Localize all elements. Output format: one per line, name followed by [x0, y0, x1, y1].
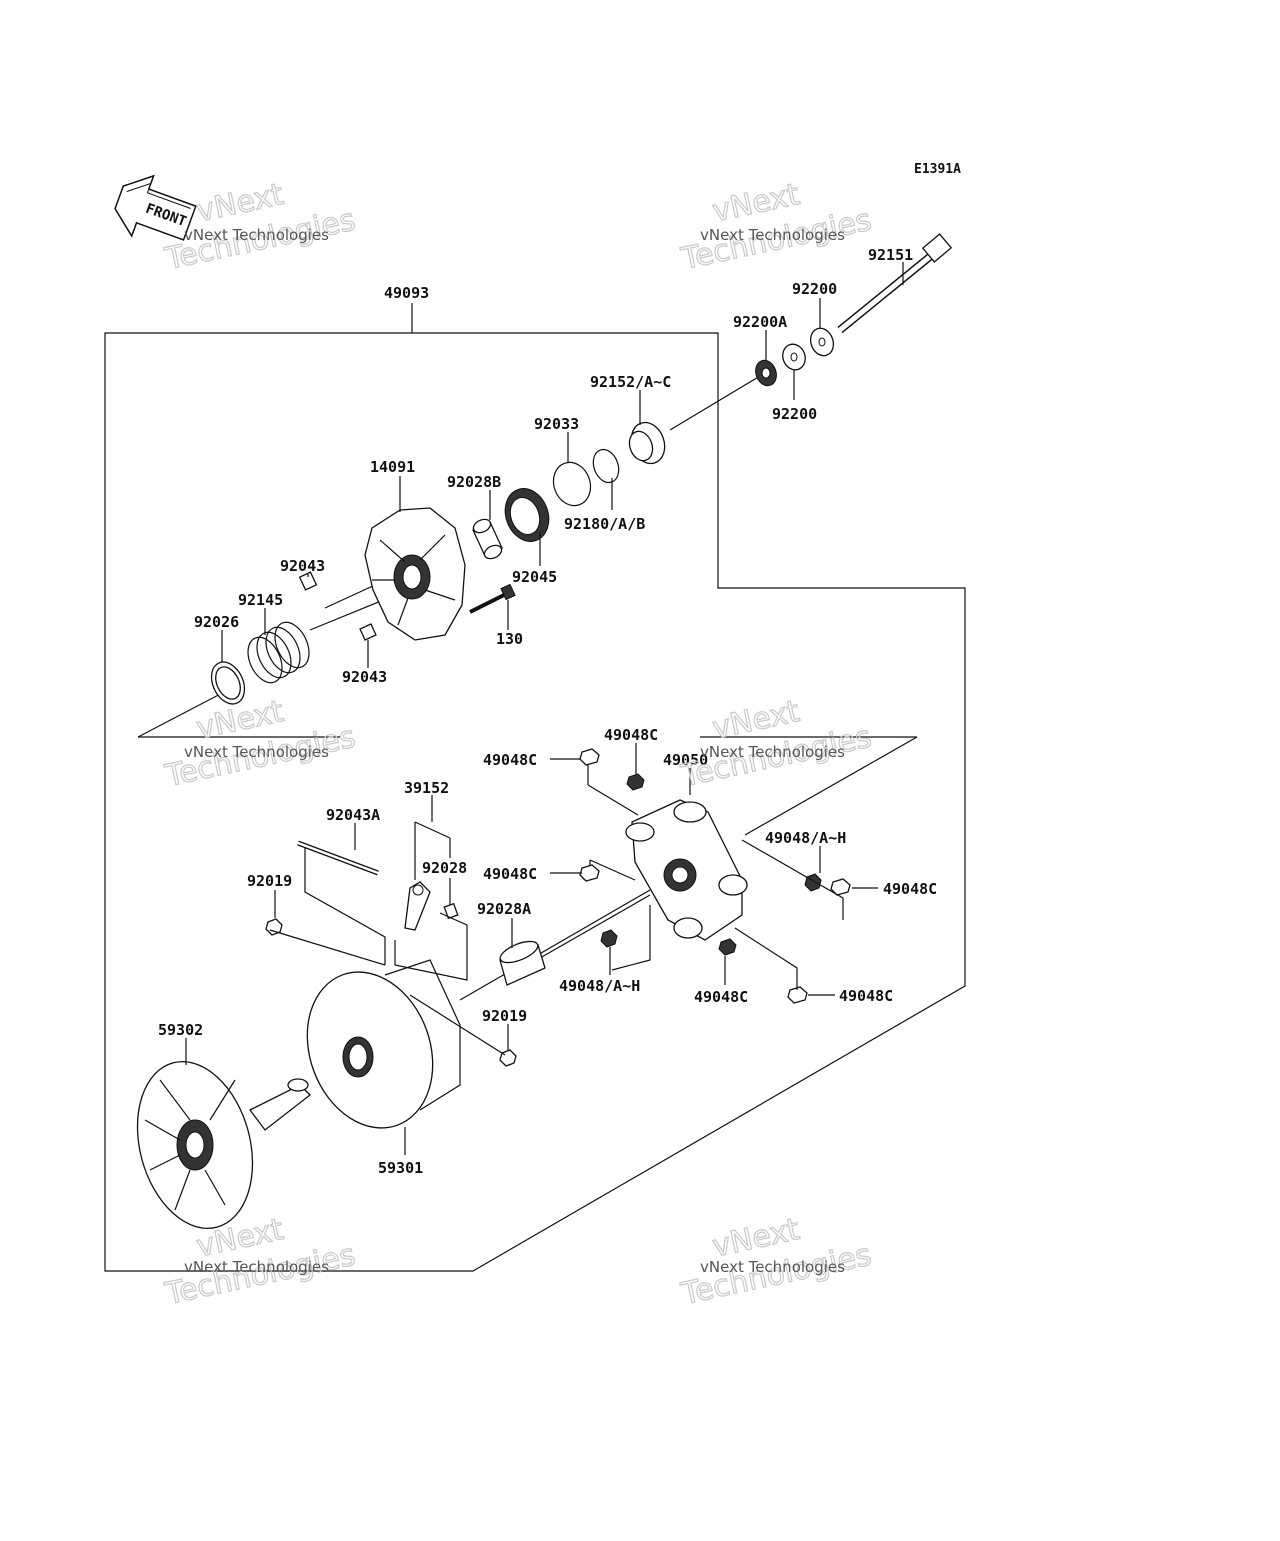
watermark-5-text: vNext Technologies — [184, 1258, 329, 1276]
part-49048C-nut-6 — [787, 986, 808, 1004]
label-49048AH-left: 49048/A~H — [559, 977, 640, 995]
label-92151: 92151 — [868, 246, 913, 264]
label-92145: 92145 — [238, 591, 283, 609]
watermark-6-text: vNext Technologies — [700, 1258, 845, 1276]
watermark-2: vNext Technologies — [677, 176, 875, 277]
part-49048C-nut-4 — [830, 878, 851, 896]
label-92045: 92045 — [512, 568, 557, 586]
label-130: 130 — [496, 630, 523, 648]
label-92019-bottom: 92019 — [482, 1007, 527, 1025]
part-92145-spring — [247, 621, 310, 684]
label-49048C-a: 49048C — [483, 751, 537, 769]
label-92200-top: 92200 — [792, 280, 837, 298]
part-92043-pin-top — [298, 571, 318, 591]
part-92180-shim — [592, 448, 620, 484]
label-92200A: 92200A — [733, 313, 787, 331]
watermark-3-text: vNext Technologies — [184, 743, 329, 761]
part-49048AH-nut-2 — [600, 929, 618, 948]
part-92033-snap-ring — [552, 461, 592, 507]
part-49048AH-nut-1 — [804, 873, 822, 892]
part-130-bolt — [469, 583, 516, 614]
part-92028-bushing — [443, 902, 459, 920]
part-49050-spider — [625, 799, 748, 941]
watermark-6: vNext Technologies — [677, 1211, 875, 1312]
part-49048C-nut-3 — [579, 864, 600, 882]
label-59302: 59302 — [158, 1021, 203, 1039]
label-49048AH-right: 49048/A~H — [765, 829, 846, 847]
part-14091-cover — [364, 507, 466, 641]
label-92043-top: 92043 — [280, 557, 325, 575]
label-49048C-e: 49048C — [694, 988, 748, 1006]
label-92180: 92180/A/B — [564, 515, 645, 533]
label-49050: 49050 — [663, 751, 708, 769]
label-92028A: 92028A — [477, 900, 531, 918]
part-59302-fixed-sheave — [136, 1061, 311, 1229]
label-59301: 59301 — [378, 1159, 423, 1177]
label-49093: 49093 — [384, 284, 429, 302]
part-92028A-bushing — [499, 940, 546, 986]
label-49048C-b: 49048C — [604, 726, 658, 744]
label-92019-top: 92019 — [247, 872, 292, 890]
part-59301-moveable-sheave — [306, 959, 461, 1129]
label-49048C-c: 49048C — [883, 880, 937, 898]
part-49048C-nut-5 — [718, 938, 737, 956]
part-92026-ring — [210, 661, 246, 705]
leader-lines — [185, 262, 904, 1155]
label-49048C-d: 49048C — [483, 865, 537, 883]
part-92043-pin-bottom — [359, 623, 377, 641]
part-92019-nut-bottom — [499, 1049, 517, 1067]
part-49048C-nut-1 — [579, 748, 600, 766]
label-92028: 92028 — [422, 859, 467, 877]
part-49048C-nut-2 — [626, 773, 645, 791]
watermark-4-text: vNext Technologies — [700, 743, 845, 761]
part-92028B-bushing — [472, 518, 503, 560]
part-39152-weight-arm — [404, 881, 431, 931]
label-92043A: 92043A — [326, 806, 380, 824]
label-92152: 92152/A~C — [590, 373, 671, 391]
part-labels: 49093 92151 92200 92200A 92200 92152/A~C… — [158, 246, 937, 1177]
label-92043-bottom: 92043 — [342, 668, 387, 686]
watermark-2-text: vNext Technologies — [700, 226, 845, 244]
watermark-1-text: vNext Technologies — [184, 226, 329, 244]
part-92152-bushing — [628, 421, 666, 465]
part-92151-bolt — [837, 233, 953, 334]
label-14091: 14091 — [370, 458, 415, 476]
part-92019-nut-top — [265, 918, 283, 936]
label-49048C-f: 49048C — [839, 987, 893, 1005]
front-arrow-icon: FRONT — [114, 174, 197, 241]
label-92026: 92026 — [194, 613, 239, 631]
part-92045-bearing — [504, 488, 550, 542]
label-92033: 92033 — [534, 415, 579, 433]
label-39152: 39152 — [404, 779, 449, 797]
diagram-code: E1391A — [914, 162, 961, 177]
label-92200-bottom: 92200 — [772, 405, 817, 423]
label-92028B: 92028B — [447, 473, 501, 491]
assembly-bracket-outline — [104, 332, 966, 1272]
